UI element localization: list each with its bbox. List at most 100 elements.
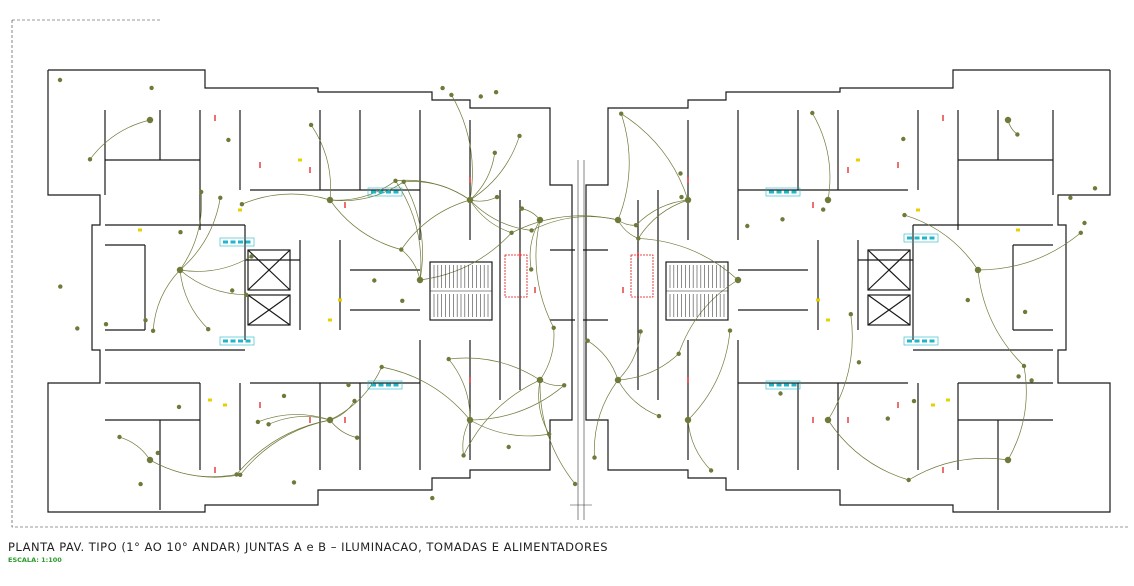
light-fixture bbox=[679, 194, 684, 200]
outlet-symbol bbox=[826, 318, 830, 322]
stairwell bbox=[430, 265, 728, 317]
light-fixture bbox=[138, 481, 143, 487]
outlet-symbol bbox=[916, 208, 920, 212]
light-fixture bbox=[517, 133, 522, 139]
outlet-symbol bbox=[328, 318, 332, 322]
wire-run bbox=[638, 238, 739, 281]
outlet-symbol bbox=[1016, 228, 1020, 232]
light-fixture bbox=[178, 230, 183, 235]
light-fixture bbox=[906, 477, 911, 483]
light-fixture bbox=[308, 122, 314, 128]
wire-run bbox=[904, 214, 979, 271]
apartment-tag-glyph bbox=[769, 383, 774, 387]
wire-run bbox=[89, 119, 151, 160]
light-fixture bbox=[266, 422, 271, 427]
light-fixtures bbox=[57, 77, 1098, 501]
wire-run bbox=[635, 199, 689, 226]
light-fixture bbox=[529, 267, 534, 272]
wire-run bbox=[401, 249, 421, 281]
light-fixture bbox=[281, 393, 287, 399]
light-fixture bbox=[901, 136, 906, 142]
light-fixture bbox=[1004, 116, 1012, 124]
light-fixture bbox=[117, 434, 122, 440]
apartment-tag-glyph bbox=[223, 240, 228, 244]
light-fixture bbox=[494, 194, 500, 200]
light-fixture bbox=[244, 292, 249, 297]
wire-run bbox=[403, 181, 471, 201]
apartment-tag-box bbox=[219, 237, 255, 247]
light-fixture bbox=[478, 94, 483, 99]
apartment-tag-glyph bbox=[378, 383, 384, 387]
apartment-tag-glyph bbox=[769, 190, 774, 194]
apartment-tag-glyph bbox=[238, 240, 243, 244]
apartment-tag-glyph bbox=[929, 339, 935, 343]
light-fixture bbox=[199, 189, 204, 195]
apartment-tag-glyph bbox=[371, 190, 376, 194]
elevator-cross bbox=[867, 249, 911, 291]
outlet-symbol bbox=[238, 208, 242, 212]
wire-run bbox=[236, 419, 331, 475]
wire-run bbox=[539, 379, 565, 386]
light-fixture bbox=[1015, 132, 1020, 137]
light-fixture bbox=[218, 195, 223, 200]
apartment-type-tags bbox=[219, 187, 939, 390]
apartment-tag-box bbox=[765, 187, 801, 197]
left-wing-outline bbox=[47, 69, 573, 513]
light-fixture bbox=[684, 416, 692, 424]
apartment-tag-box bbox=[367, 380, 403, 390]
wire-run bbox=[419, 232, 512, 281]
outlet-symbol bbox=[931, 403, 935, 407]
apartment-tag-glyph bbox=[223, 339, 228, 343]
apartment-tag-glyph bbox=[791, 190, 797, 194]
wire-run bbox=[149, 459, 237, 478]
light-fixture bbox=[58, 284, 63, 289]
apartment-tag-box bbox=[765, 380, 801, 390]
elevator-shaft bbox=[247, 294, 291, 326]
light-fixture bbox=[974, 266, 982, 274]
outlet-symbol bbox=[946, 398, 950, 402]
wire-run bbox=[119, 436, 151, 461]
light-fixture bbox=[354, 435, 360, 440]
wire-run bbox=[617, 353, 679, 381]
light-fixture bbox=[614, 376, 622, 384]
wire-run bbox=[310, 124, 331, 201]
apartment-tag-glyph bbox=[922, 236, 927, 240]
light-fixture bbox=[636, 236, 641, 241]
light-fixture bbox=[965, 297, 970, 303]
light-fixture bbox=[255, 419, 261, 425]
wire-run bbox=[239, 419, 331, 476]
wire-run bbox=[257, 414, 331, 423]
apartment-tag-glyph bbox=[791, 383, 797, 387]
outlet-symbol bbox=[223, 403, 227, 407]
wire-run bbox=[538, 379, 550, 435]
apartment-tag-glyph bbox=[230, 240, 236, 244]
light-fixture bbox=[155, 450, 160, 456]
light-fixture bbox=[856, 360, 862, 365]
light-fixture bbox=[146, 456, 154, 464]
wire-run bbox=[179, 269, 247, 296]
outlet-symbol bbox=[138, 228, 142, 232]
light-fixture bbox=[1016, 374, 1021, 379]
wire-run bbox=[539, 379, 576, 485]
light-fixture bbox=[1092, 186, 1098, 191]
light-fixture bbox=[492, 150, 497, 155]
wire-run bbox=[531, 216, 619, 231]
outlet-symbol bbox=[856, 158, 860, 162]
light-fixture bbox=[87, 157, 93, 162]
light-fixture bbox=[466, 416, 474, 424]
wire-run bbox=[977, 269, 1025, 367]
light-fixture bbox=[821, 207, 826, 212]
light-fixture bbox=[103, 322, 109, 327]
elevator-shaft bbox=[867, 249, 911, 291]
light-fixture bbox=[519, 206, 525, 211]
wire-run bbox=[637, 199, 689, 239]
apartment-tag-glyph bbox=[386, 190, 391, 194]
light-fixture bbox=[446, 356, 451, 362]
light-fixture bbox=[536, 376, 544, 384]
revision-cloud bbox=[504, 254, 528, 298]
wire-run bbox=[977, 232, 1082, 271]
apartment-tag-glyph bbox=[907, 339, 912, 343]
light-fixture bbox=[226, 137, 231, 143]
light-fixture bbox=[902, 212, 907, 218]
